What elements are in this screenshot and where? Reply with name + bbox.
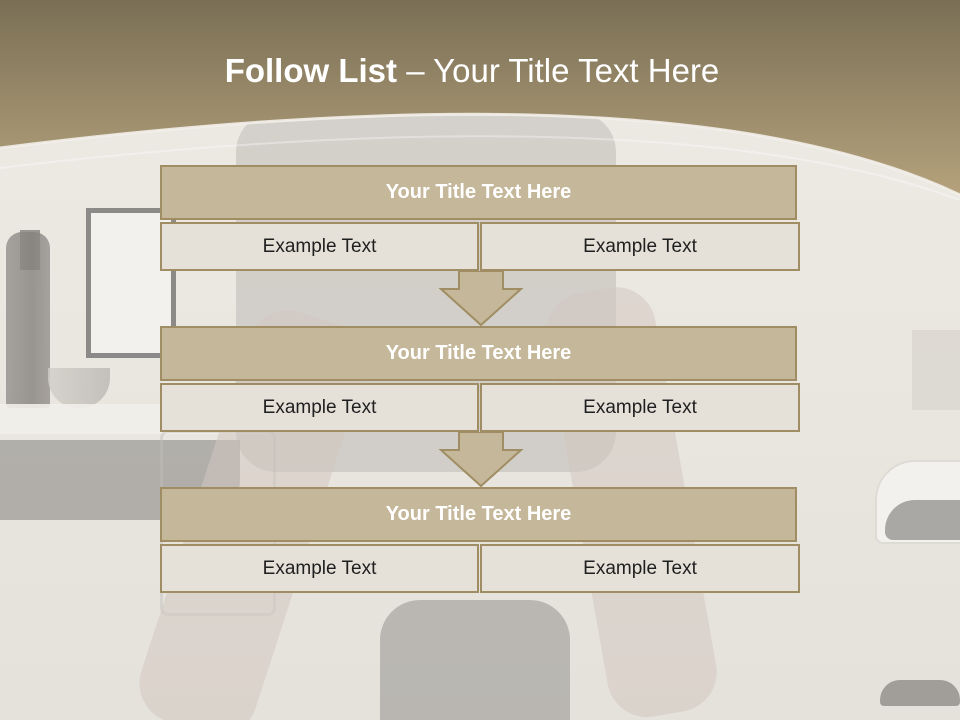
slide-title-bold: Follow List	[224, 52, 398, 89]
down-arrow-icon	[438, 432, 524, 488]
flow-block-cell-right: Example Text	[480, 544, 800, 593]
flow-block-title: Your Title Text Here	[160, 165, 797, 220]
down-arrow-icon	[438, 271, 524, 327]
flow-block-cell-left: Example Text	[160, 544, 479, 593]
flow-block-cell-left: Example Text	[160, 383, 479, 432]
slide-title: Follow List – Your Title Text Here	[0, 52, 944, 90]
flow-block-1: Your Title Text Here Example Text Exampl…	[160, 165, 800, 271]
slide-title-rest: – Your Title Text Here	[397, 52, 720, 89]
flow-block-cell-right: Example Text	[480, 222, 800, 271]
flow-block-cell-left: Example Text	[160, 222, 479, 271]
flow-block-title: Your Title Text Here	[160, 487, 797, 542]
flow-block-3: Your Title Text Here Example Text Exampl…	[160, 487, 800, 593]
flow-block-cell-right: Example Text	[480, 383, 800, 432]
flow-block-title: Your Title Text Here	[160, 326, 797, 381]
title-banner-shape	[0, 0, 960, 200]
flow-block-2: Your Title Text Here Example Text Exampl…	[160, 326, 800, 432]
title-banner: Follow List – Your Title Text Here	[0, 0, 960, 200]
